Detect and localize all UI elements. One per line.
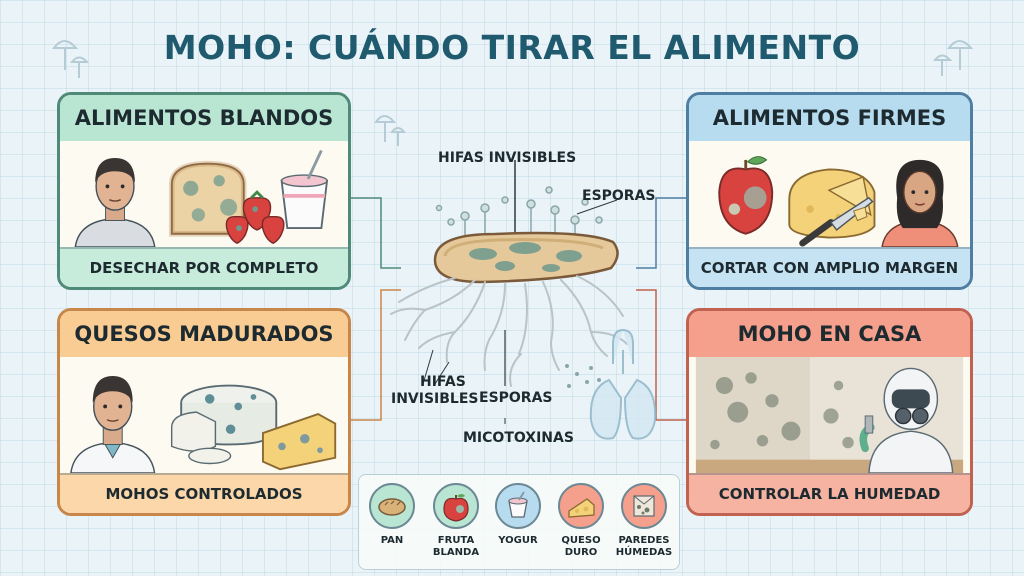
mold-at-home-illustration <box>689 357 970 473</box>
card-heading: ALIMENTOS FIRMES <box>689 95 970 141</box>
doctor-avatar-icon <box>70 376 156 473</box>
yogurt-icon <box>495 483 541 529</box>
mushroom-decoration-icon <box>932 40 974 76</box>
card-aged-cheeses: QUESOS MADURADOS <box>57 308 351 516</box>
legend-item-bread: PAN <box>361 483 423 547</box>
mold-bread-hyphae-illustration <box>390 160 657 440</box>
hyphae-roots <box>390 275 628 387</box>
label-spores-bottom: ESPORAS <box>479 390 553 406</box>
legend-label-line2: DURO <box>564 547 598 558</box>
cheese-icon <box>558 483 604 529</box>
card-heading: ALIMENTOS BLANDOS <box>60 95 348 141</box>
legend-label-line2: BLANDA <box>432 547 480 558</box>
moldy-bread-slice-icon <box>433 231 619 284</box>
legend-item-yogurt: YOGUR <box>487 483 549 547</box>
knife-icon <box>799 196 874 247</box>
label-spores-top: ESPORAS <box>582 188 656 204</box>
woman-avatar-icon <box>881 159 959 247</box>
spore-dots <box>565 364 601 388</box>
yellow-cheese-icon <box>262 413 337 471</box>
strawberry-icon <box>225 190 285 245</box>
page-title: MOHO: CUÁNDO TIRAR EL ALIMENTO <box>163 28 861 67</box>
card-heading: QUESOS MADURADOS <box>60 311 348 357</box>
legend-label: YOGUR <box>498 535 538 546</box>
wall-mold-spots <box>710 372 854 450</box>
bread-icon <box>369 483 415 529</box>
aged-cheeses-illustration <box>60 357 348 473</box>
man-avatar-icon <box>74 158 156 247</box>
moldy-apple-icon <box>718 156 774 235</box>
card-footer: DESECHAR POR COMPLETO <box>60 247 348 287</box>
card-footer: MOHOS CONTROLADOS <box>60 473 348 513</box>
lungs-icon <box>589 329 657 440</box>
mushroom-decoration-icon <box>52 40 90 78</box>
legend-label: QUESO <box>561 535 601 546</box>
card-footer: CORTAR CON AMPLIO MARGEN <box>689 247 970 287</box>
legend-label: PAN <box>380 535 404 546</box>
card-mold-at-home: MOHO EN CASA CONTROLAR LA HUMEDAD <box>686 308 973 516</box>
legend-label: PAREDES <box>618 535 670 546</box>
card-heading: MOHO EN CASA <box>689 311 970 357</box>
moldy-bread-icon <box>168 160 247 237</box>
legend-label-line2: HÚMEDAS <box>615 547 673 558</box>
label-hyphae-bottom-1: HIFAS <box>420 374 466 390</box>
card-firm-foods: ALIMENTOS FIRMES <box>686 92 973 290</box>
soft-foods-illustration <box>60 141 348 247</box>
mushroom-decoration-icon <box>374 115 407 146</box>
label-mycotoxins: MICOTOXINAS <box>463 430 574 446</box>
yogurt-cup-icon <box>280 149 329 230</box>
blue-cheese-icon <box>170 384 278 465</box>
wall-icon <box>621 483 667 529</box>
label-hyphae-top: HIFAS INVISIBLES <box>438 150 577 166</box>
protective-suit-worker-icon <box>859 367 954 473</box>
legend-label: FRUTA <box>437 535 475 546</box>
card-footer: CONTROLAR LA HUMEDAD <box>689 473 970 513</box>
card-soft-foods: ALIMENTOS BLANDOS <box>57 92 351 290</box>
label-hyphae-bottom-2: INVISIBLES <box>391 391 479 407</box>
firm-foods-illustration <box>689 141 970 247</box>
apple-icon <box>433 483 479 529</box>
